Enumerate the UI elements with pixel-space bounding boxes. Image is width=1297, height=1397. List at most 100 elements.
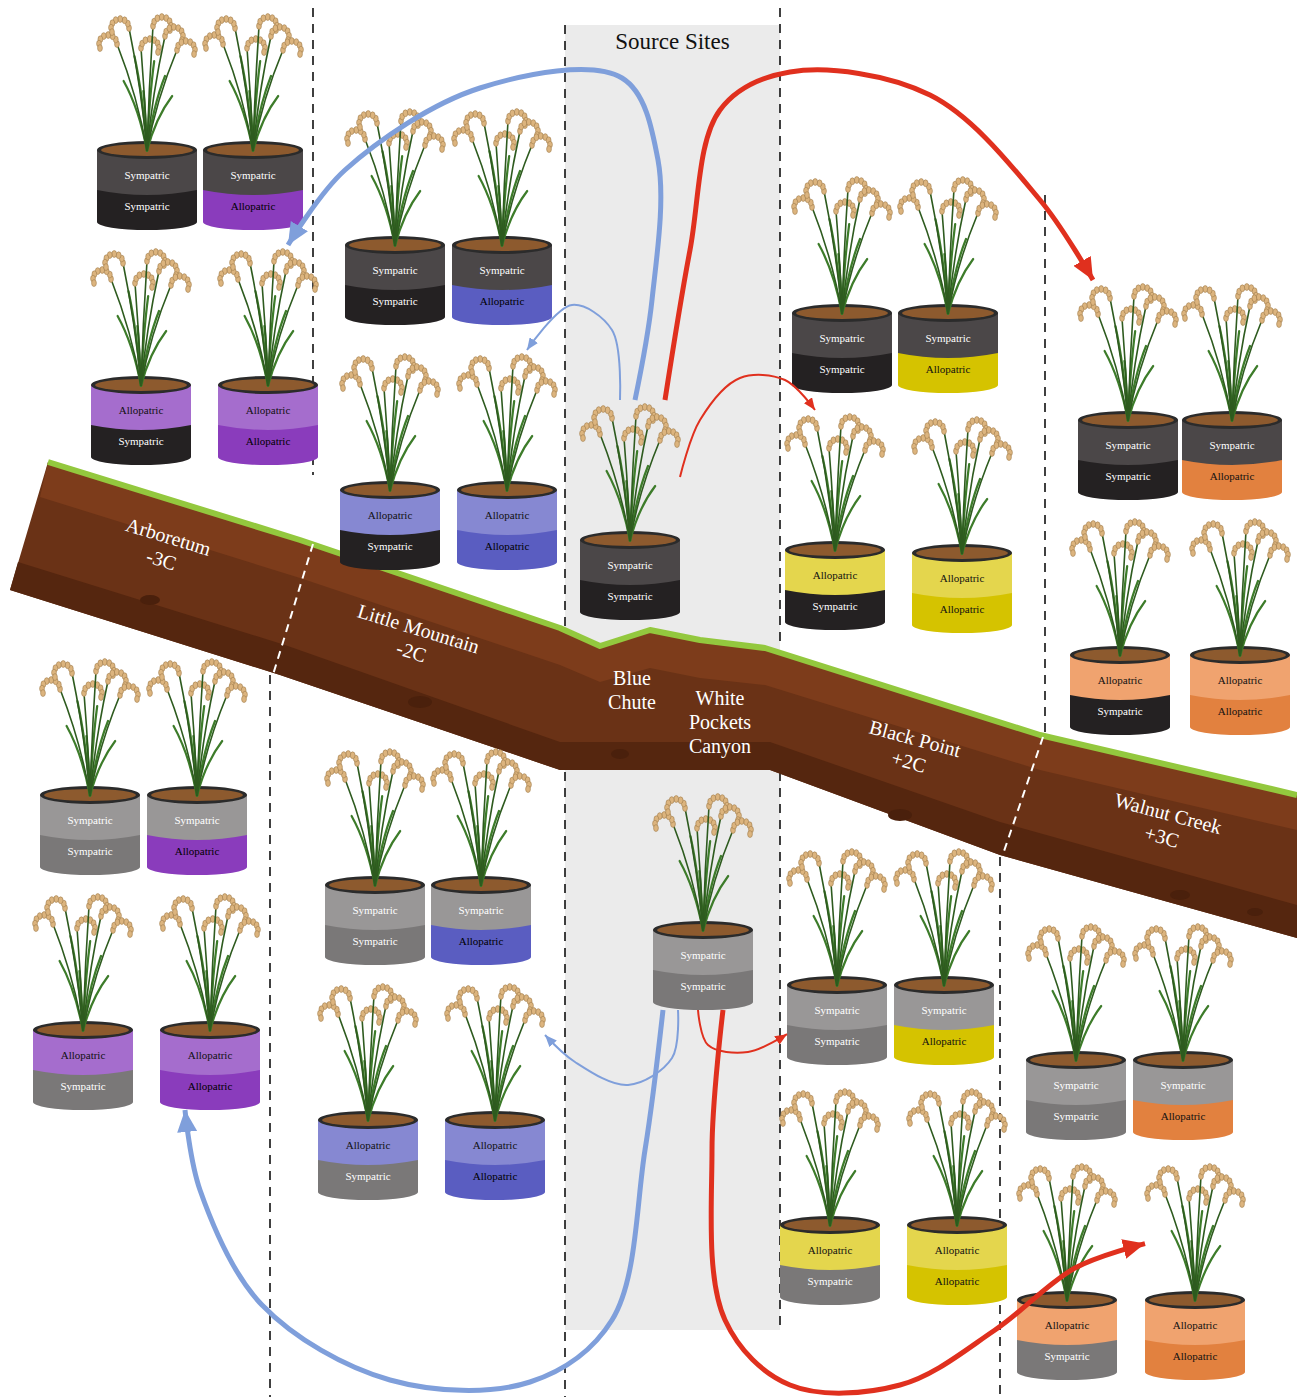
seed-head (968, 188, 973, 195)
seed-head (923, 180, 928, 187)
grass-stem (197, 695, 227, 796)
grass-stem (377, 123, 395, 246)
pot-label: Allopatric (473, 1160, 518, 1192)
pot-band (345, 285, 445, 325)
grass-stem (1090, 549, 1120, 656)
grass-plant (894, 849, 995, 986)
seed-head (513, 774, 518, 781)
seed-head (867, 439, 872, 446)
seed-head (845, 850, 850, 857)
grass-stem (72, 673, 90, 796)
plant-pot: AllopatricAllopatric (457, 350, 557, 570)
grass-stem (345, 779, 375, 886)
seed-head (527, 1009, 532, 1016)
seed-head (871, 438, 876, 445)
grass-stem (83, 930, 113, 1031)
seed-head (104, 264, 109, 271)
seed-head (366, 111, 371, 118)
plant-pot: SympatricSympatric (787, 845, 887, 1065)
grass-stem (191, 693, 197, 796)
grass-stem (819, 863, 837, 986)
seed-head (1256, 294, 1261, 301)
grass-stem (235, 28, 253, 151)
seed-head (1164, 308, 1169, 315)
seed-head (135, 696, 140, 703)
grass-stem (926, 863, 944, 986)
seed-head (540, 1021, 545, 1028)
seed-head (503, 377, 508, 384)
grass-stem (384, 388, 390, 491)
pot-label: Allopatric (485, 530, 530, 562)
seed-head (538, 133, 543, 140)
pot-label: Sympatric (124, 190, 169, 222)
seed-head (99, 694, 104, 701)
seed-head (112, 251, 117, 258)
seed-head (137, 272, 142, 279)
seed-head (173, 909, 178, 916)
seed-head (960, 177, 965, 184)
grass-stem (179, 673, 197, 796)
pot-band (318, 1160, 418, 1200)
seed-head (383, 750, 388, 757)
seed-head (515, 995, 520, 1002)
pot-label: Sympatric (367, 530, 412, 562)
seed-head (419, 119, 424, 126)
grass-stem (463, 763, 481, 886)
seed-head (675, 441, 680, 448)
seed-head (193, 682, 198, 689)
seed-head (285, 39, 290, 46)
seed-head (1195, 299, 1200, 306)
divider-line (1002, 737, 1043, 857)
pot-label: Sympatric (819, 323, 864, 353)
seed-head (98, 660, 103, 667)
seed-head (1277, 321, 1282, 328)
grass-plant (203, 14, 304, 151)
seed-head (53, 674, 58, 681)
pot-label: Sympatric (680, 970, 725, 1002)
divider-line (1044, 195, 1046, 735)
pot-label: Sympatric (812, 590, 857, 622)
seed-head (473, 111, 478, 118)
seed-head (982, 428, 987, 435)
grass-stem (1214, 298, 1232, 421)
pebble (408, 696, 432, 708)
seed-head (292, 259, 297, 266)
seed-head (261, 15, 266, 22)
seed-head (907, 864, 912, 871)
pot-label: Allopatric (1210, 460, 1255, 492)
grass-stem (262, 283, 268, 386)
grass-plant (653, 794, 754, 931)
seed-head (547, 146, 552, 153)
seed-head (748, 831, 753, 838)
seed-head (404, 144, 409, 151)
grass-stem (942, 211, 948, 314)
seed-head (110, 670, 115, 677)
grass-plant (340, 354, 441, 491)
pot-band (325, 925, 425, 965)
seed-head (1252, 295, 1257, 302)
grass-stem (812, 1103, 830, 1226)
seed-head (392, 994, 397, 1001)
grass-plant (345, 109, 446, 246)
seed-head (1207, 287, 1212, 294)
seed-head (276, 250, 281, 257)
seed-head (233, 683, 238, 690)
grass-plant (33, 894, 134, 1031)
seed-head (913, 448, 918, 455)
seed-head (229, 684, 234, 691)
pot-label: Sympatric (372, 255, 417, 285)
divider-line (269, 675, 271, 1397)
grass-stem (1226, 318, 1232, 421)
seed-head (543, 378, 548, 385)
seed-head (343, 987, 348, 994)
seed-head (925, 432, 930, 439)
pebble (1170, 890, 1190, 900)
seed-head (86, 682, 91, 689)
divider-line (564, 772, 566, 1397)
seed-head (1211, 521, 1216, 528)
seed-head (1083, 534, 1088, 541)
plant-pot: SympatricAllopatric (1182, 280, 1282, 500)
grass-stem (1110, 298, 1128, 421)
grass-stem (1202, 314, 1232, 421)
seed-head (470, 987, 475, 994)
